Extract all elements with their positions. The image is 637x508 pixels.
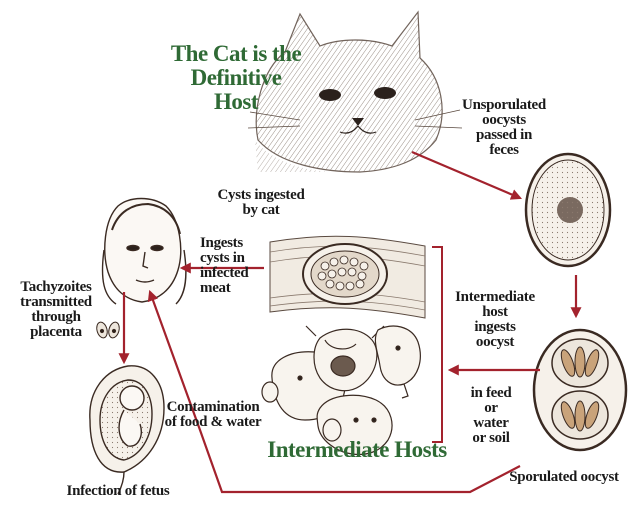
intermediate-host-line-3: ingests [446,320,544,335]
intermediate-hosts-bracket [432,247,442,442]
ingests-cysts-line-2: cysts in [200,251,266,266]
sporulated-oocyst-illustration [534,330,626,450]
in-feed-line-1: in feed [456,386,526,401]
tachyzoites-line-4: placenta [6,325,106,340]
unsporulated-line-4: feces [440,143,568,158]
intermediate-host-line-4: oocyst [446,335,544,350]
cysts-ingested-label: Cysts ingested by cat [196,188,326,218]
ingests-cysts-line-3: infected [200,266,266,281]
tachyzoites-line-2: transmitted [6,295,106,310]
ingests-cysts-label: Ingests cysts in infected meat [200,236,266,296]
contamination-label: Contamination of food & water [158,400,268,430]
in-feed-line-4: or soil [456,431,526,446]
fetus-in-uterus-illustration [90,366,164,494]
unsporulated-line-3: passed in [440,128,568,143]
contamination-line-2: of food & water [158,415,268,430]
in-feed-line-2: or [456,401,526,416]
cysts-ingested-line-1: Cysts ingested [196,188,326,203]
tachyzoites-line-1: Tachyzoites [6,280,106,295]
in-feed-line-3: water [456,416,526,431]
sporulated-oocyst-text: Sporulated oocyst [494,470,634,485]
ingests-cysts-line-4: meat [200,281,266,296]
tachyzoites-line-3: through [6,310,106,325]
definitive-host-title-line-3: Host [150,90,322,114]
definitive-host-title-line-1: The Cat is the [150,42,322,66]
unsporulated-oocyst-illustration [526,154,610,266]
infection-of-fetus-label: Infection of fetus [56,484,180,499]
ingests-cysts-line-1: Ingests [200,236,266,251]
woman-face-illustration [103,199,186,305]
cysts-ingested-line-2: by cat [196,203,326,218]
intermediate-hosts-title-text: Intermediate Hosts [262,438,452,462]
sporulated-oocyst-label: Sporulated oocyst [494,470,634,485]
intermediate-host-line-1: Intermediate [446,290,544,305]
unsporulated-oocysts-label: Unsporulated oocysts passed in feces [440,98,568,158]
definitive-host-title: The Cat is the Definitive Host [150,42,322,114]
intermediate-host-animals-illustration [262,326,420,454]
unsporulated-line-1: Unsporulated [440,98,568,113]
infection-of-fetus-text: Infection of fetus [56,484,180,499]
arrow-cat-to-oocyst [412,152,520,198]
contamination-line-1: Contamination [158,400,268,415]
unsporulated-line-2: oocysts [440,113,568,128]
intermediate-host-ingests-label: Intermediate host ingests oocyst [446,290,544,350]
tissue-cyst-in-muscle-illustration [270,236,425,318]
intermediate-hosts-title: Intermediate Hosts [262,438,452,462]
in-feed-label: in feed or water or soil [456,386,526,446]
tachyzoites-label: Tachyzoites transmitted through placenta [6,280,106,340]
intermediate-host-line-2: host [446,305,544,320]
definitive-host-title-line-2: Definitive [150,66,322,90]
